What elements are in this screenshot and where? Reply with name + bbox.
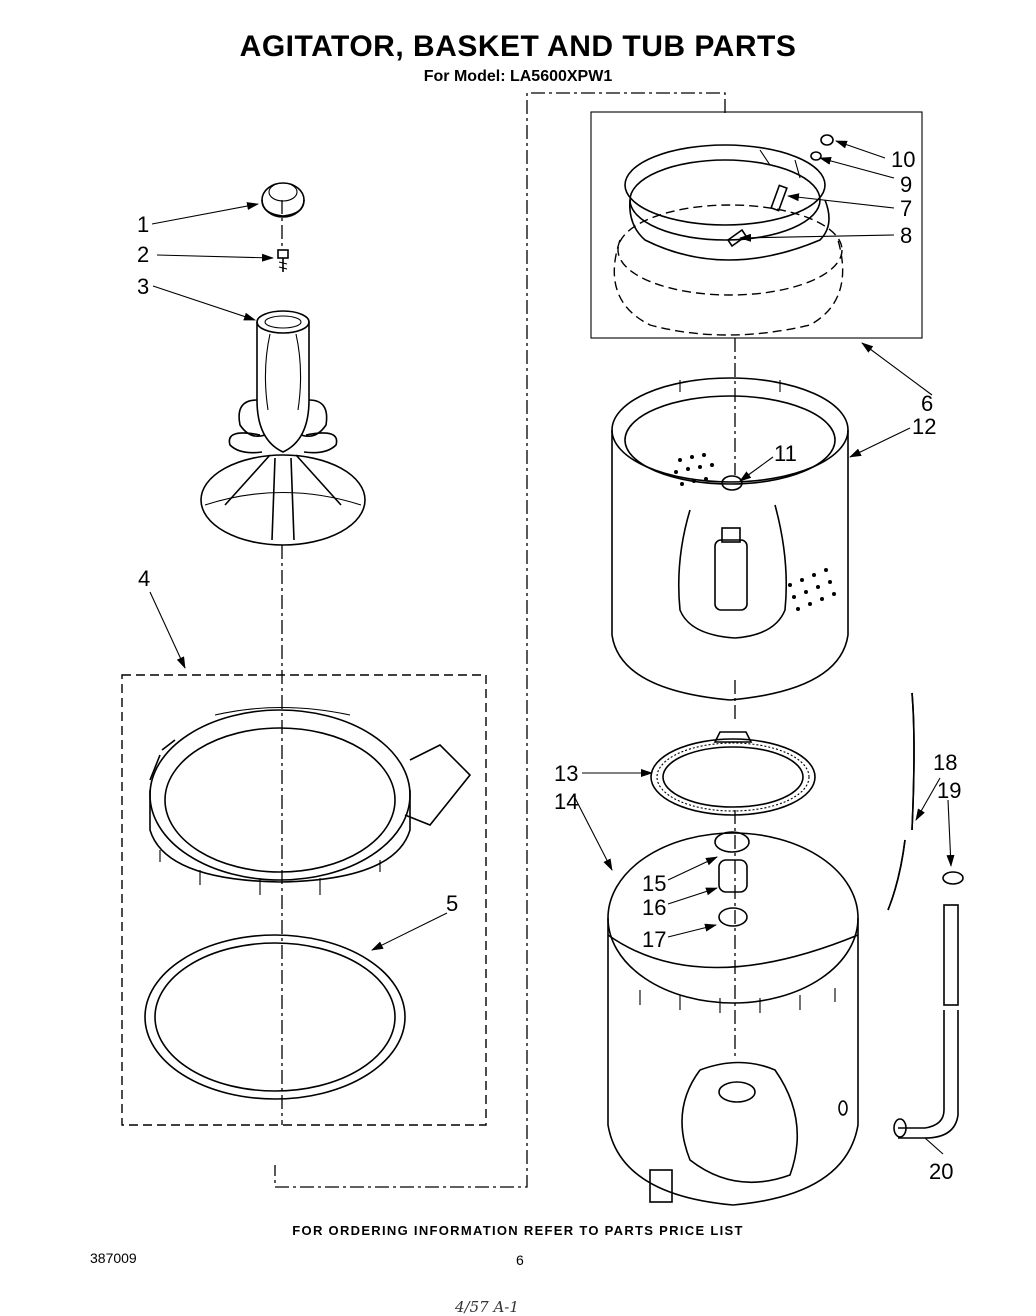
callout-10: 10 <box>891 147 915 172</box>
basket-holes <box>674 453 836 611</box>
callout-12: 12 <box>912 414 936 439</box>
callout-8: 8 <box>900 223 912 248</box>
callout-14: 14 <box>554 789 578 814</box>
callout-20: 20 <box>929 1159 953 1184</box>
page-title: AGITATOR, BASKET AND TUB PARTS <box>239 30 797 63</box>
callout-5: 5 <box>446 891 458 916</box>
page-number: 6 <box>516 1252 524 1268</box>
callout-17: 17 <box>642 927 666 952</box>
drive-bell-part <box>650 731 816 816</box>
callout-3: 3 <box>137 274 149 299</box>
wash-basket-part <box>611 377 849 701</box>
callout-7: 7 <box>900 196 912 221</box>
leader-lines <box>149 140 955 1155</box>
group-box-tub-ring <box>121 674 487 1126</box>
callout-numbers: 1 2 3 4 5 6 7 8 9 10 11 12 13 14 15 16 1… <box>137 147 961 1184</box>
model-subtitle: For Model: LA5600XPW1 <box>423 68 613 85</box>
callout-11: 11 <box>774 441 797 466</box>
outer-tub-part <box>607 832 859 1206</box>
callout-18: 18 <box>933 750 957 775</box>
callout-13: 13 <box>554 761 578 786</box>
group-box-basket-rim <box>590 111 923 339</box>
callout-15: 15 <box>642 871 666 896</box>
tub-ring-part <box>149 706 472 895</box>
callout-1: 1 <box>137 212 149 237</box>
callout-16: 16 <box>642 895 666 920</box>
callout-6: 6 <box>921 391 933 416</box>
agitator-part <box>200 310 366 546</box>
ordering-note: FOR ORDERING INFORMATION REFER TO PARTS … <box>292 1223 744 1238</box>
tub-seal-ring-part <box>144 934 406 1100</box>
document-number: 387009 <box>90 1250 137 1266</box>
callout-4: 4 <box>138 566 150 591</box>
callout-9: 9 <box>900 172 912 197</box>
callout-19: 19 <box>937 778 961 803</box>
assembly-connector-lines <box>274 92 736 1188</box>
drive-hub-parts <box>714 831 750 927</box>
handwritten-note: 4/57 A-1 <box>455 1298 519 1316</box>
callout-2: 2 <box>137 242 149 267</box>
agitator-bolt-part <box>277 249 289 272</box>
agitator-cap-part <box>261 182 305 218</box>
